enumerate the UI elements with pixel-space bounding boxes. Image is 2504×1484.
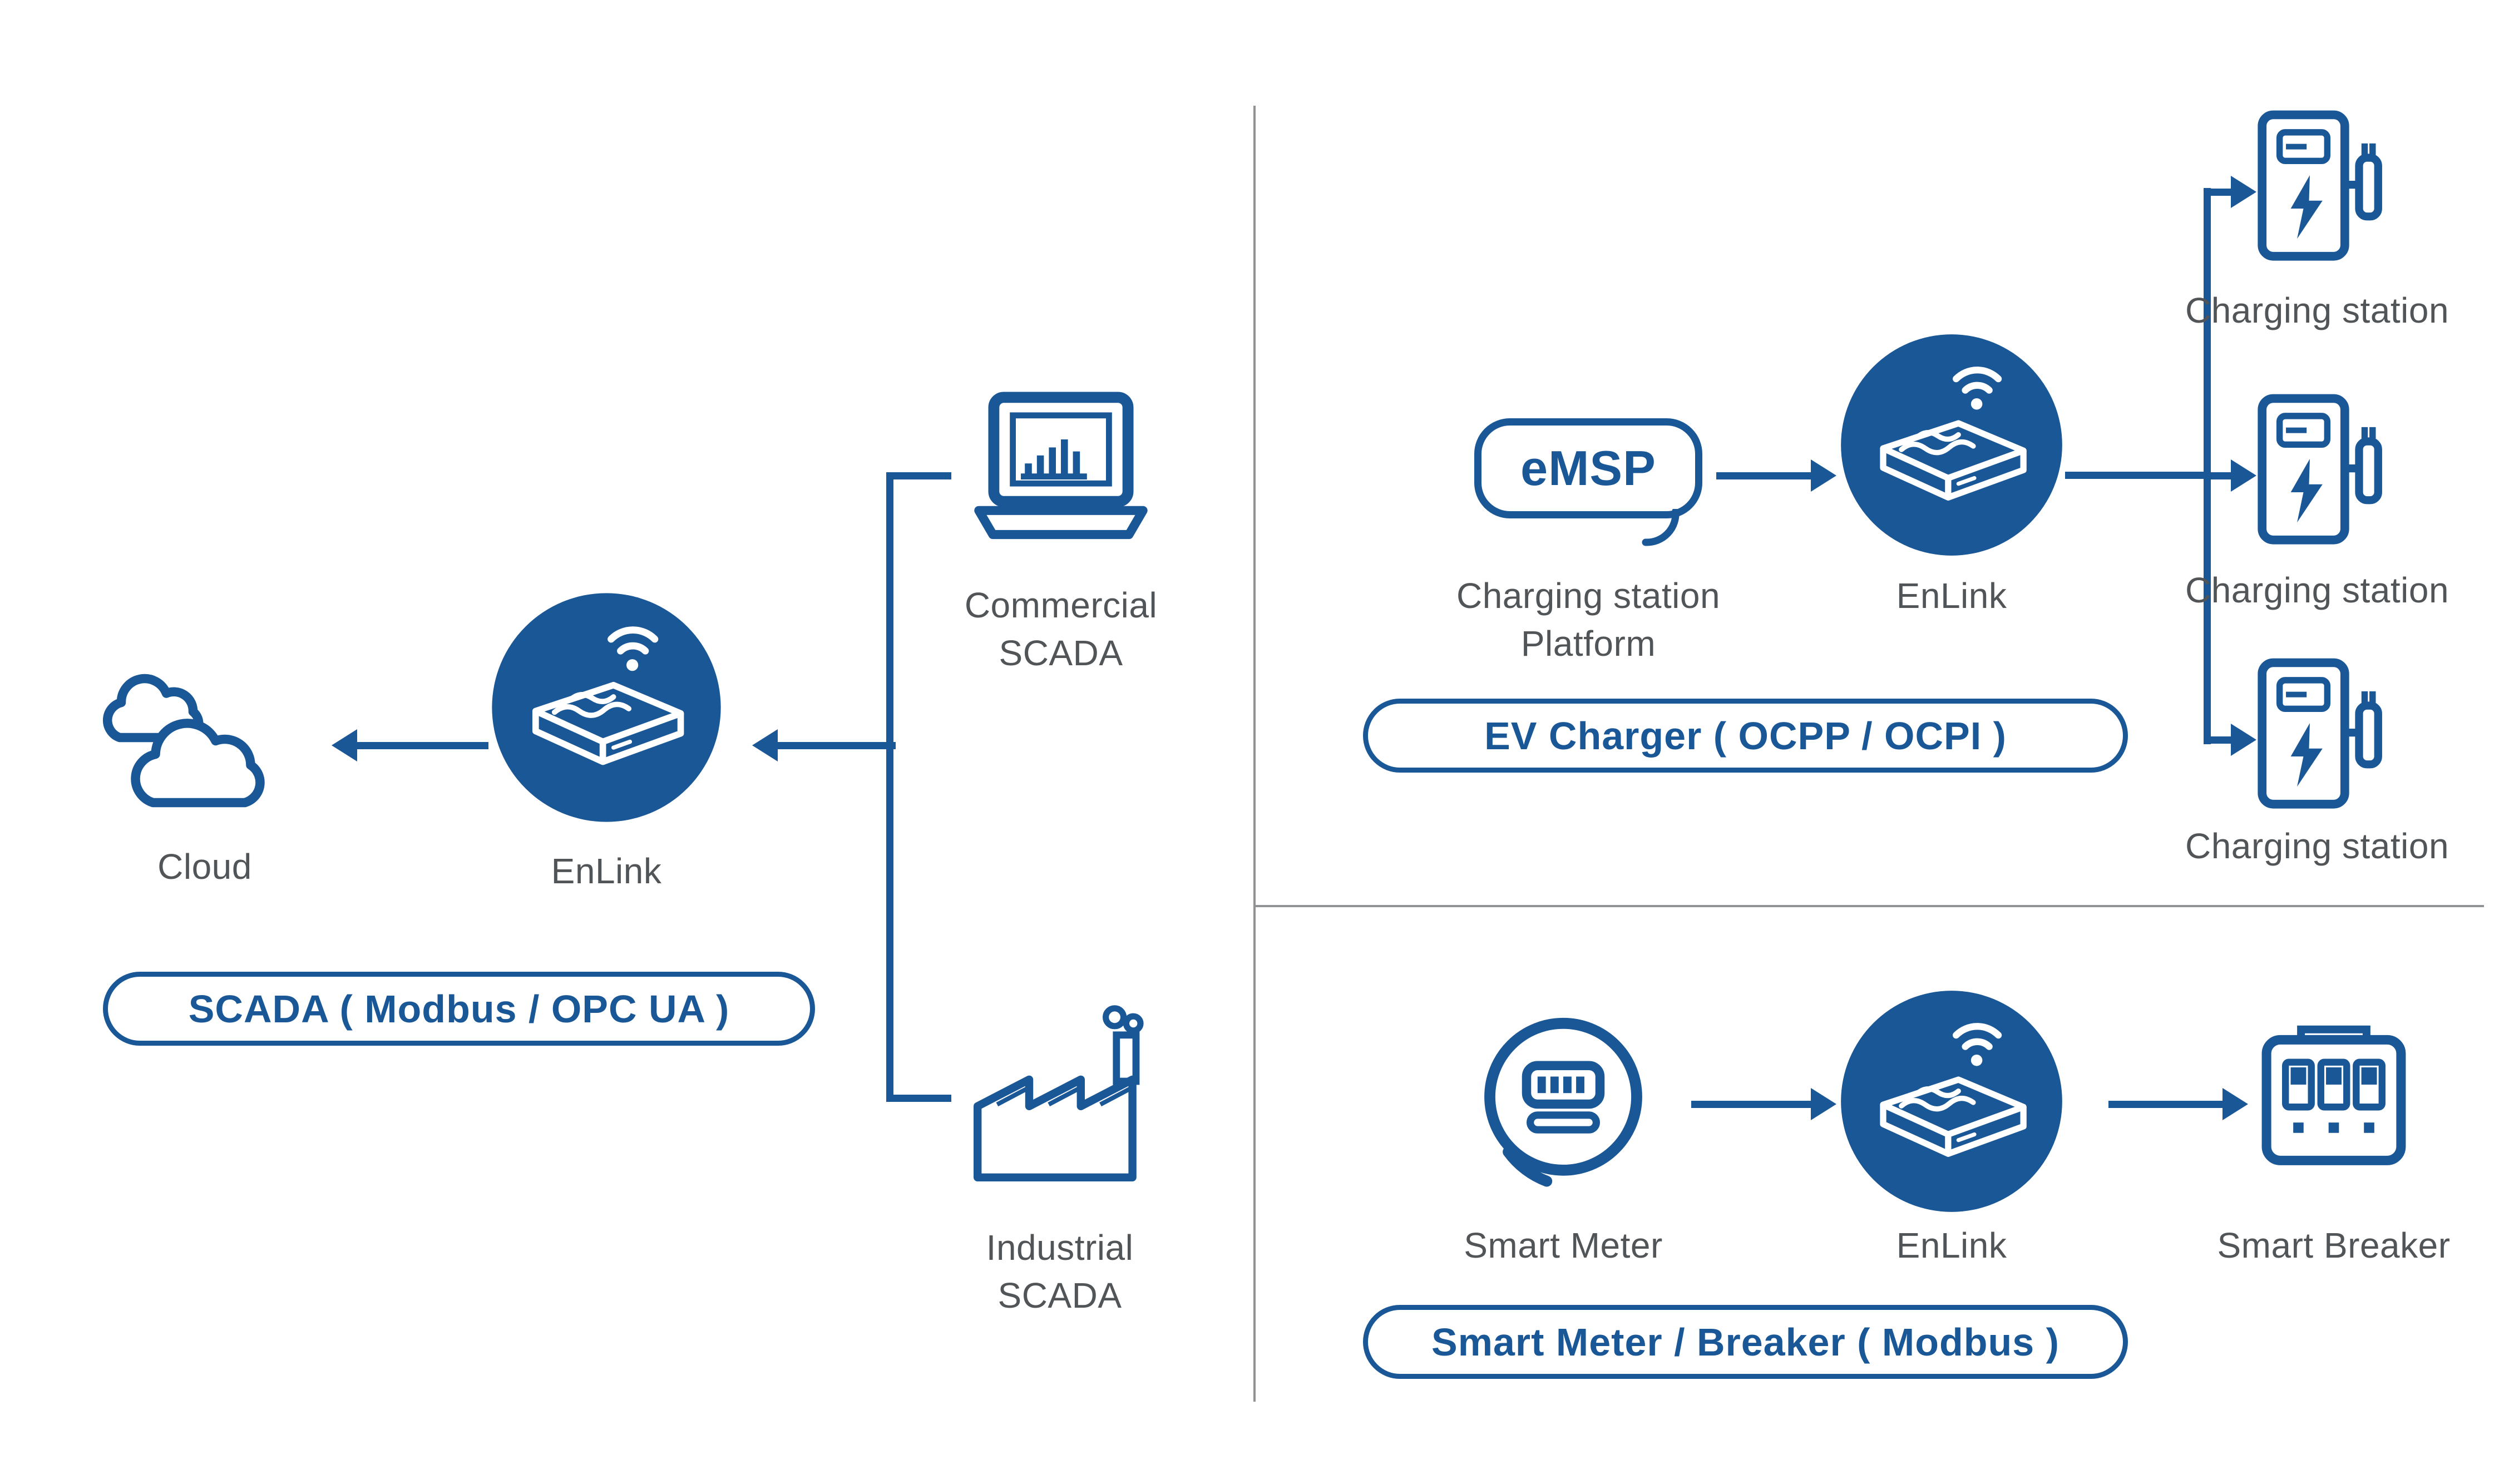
bracket-bottom-stub [886, 1095, 951, 1102]
laptop-chart-icon [974, 392, 1148, 540]
smart-meter-label-text: Smart Meter [1464, 1225, 1663, 1265]
horizontal-divider [1255, 905, 2484, 907]
factory-icon [974, 1005, 1144, 1181]
ev-charging-station-icon [2252, 656, 2388, 823]
smart-breaker-label: Smart Breaker [2217, 1221, 2450, 1269]
emsp-bubble-icon: eMSP [1474, 418, 1702, 518]
enlink-gateway-icon [488, 590, 724, 825]
smart-meter-label: Smart Meter [1464, 1221, 1663, 1269]
charging-station-label-1: Charging station [2185, 286, 2449, 334]
arrow-shaft [1716, 472, 1811, 479]
commercial-scada-label: Commercial SCADA [965, 581, 1157, 677]
charging-station-label-3: Charging station [2185, 822, 2449, 870]
industrial-scada-line1: Industrial [986, 1228, 1134, 1268]
arrow-shaft [2211, 736, 2231, 744]
ev-pill-label: EV Charger ( OCPP / OCPI ) [1484, 714, 2007, 758]
enlink-label-text: EnLink [551, 851, 662, 891]
charging-station-text: Charging station [2185, 826, 2449, 866]
arrow-shaft [357, 741, 488, 749]
enlink-label: EnLink [1896, 1221, 2007, 1269]
cloud-label-text: Cloud [157, 847, 252, 887]
arrow-to-station-1 [2211, 176, 2256, 208]
smart-meter-protocol-pill: Smart Meter / Breaker ( Modbus ) [1363, 1305, 2128, 1379]
emsp-caption-line1: Charging station [1456, 576, 1721, 616]
emsp-caption: Charging station Platform [1456, 572, 1720, 668]
bracket-top-stub [886, 472, 951, 479]
arrowhead-icon [1811, 459, 1836, 492]
arrowhead-icon [2231, 724, 2256, 756]
enlink-label-text: EnLink [1896, 1225, 2007, 1265]
enlink-gateway-icon [1838, 987, 2066, 1215]
arrow-enlink-to-breaker [2108, 1088, 2248, 1120]
scada-pill-label: SCADA ( Modbus / OPC UA ) [188, 987, 730, 1031]
enlink-gateway-icon [1838, 331, 2066, 559]
enlink-label: EnLink [1896, 572, 2007, 620]
arrow-scada-to-enlink [752, 729, 896, 761]
commercial-scada-line2: SCADA [999, 633, 1123, 674]
emsp-badge-text: eMSP [1520, 441, 1656, 496]
arrow-shaft [778, 741, 896, 749]
arrowhead-icon [2223, 1088, 2248, 1120]
arrowhead-icon [2231, 176, 2256, 208]
vertical-divider [1253, 106, 1256, 1402]
arrowhead-icon [332, 729, 357, 761]
smart-meter-icon [1484, 1017, 1642, 1187]
enlink-label-text: EnLink [1896, 576, 2007, 616]
smart-breaker-label-text: Smart Breaker [2217, 1225, 2451, 1265]
meter-pill-label: Smart Meter / Breaker ( Modbus ) [1431, 1320, 2059, 1364]
emsp-bubble-tail-icon [1642, 509, 1680, 546]
arrow-to-station-2 [2211, 459, 2256, 492]
industrial-scada-label: Industrial SCADA [986, 1224, 1134, 1320]
arrow-meter-to-enlink [1691, 1088, 1836, 1120]
scada-protocol-pill: SCADA ( Modbus / OPC UA ) [103, 972, 815, 1046]
charging-station-label-2: Charging station [2185, 566, 2449, 614]
commercial-scada-line1: Commercial [964, 585, 1158, 625]
emsp-caption-line2: Platform [1520, 624, 1656, 664]
charging-station-text: Charging station [2185, 290, 2449, 330]
industrial-scada-line2: SCADA [997, 1275, 1122, 1316]
arrow-emsp-to-enlink [1716, 459, 1836, 492]
bracket-vertical-line [886, 472, 893, 1102]
arrow-to-station-3 [2211, 724, 2256, 756]
arrow-enlink-to-cloud [332, 729, 488, 761]
charging-station-text: Charging station [2185, 570, 2449, 610]
smart-breaker-icon [2261, 1025, 2406, 1165]
arrowhead-icon [1811, 1088, 1836, 1120]
branch-horizontal-connector [2065, 472, 2211, 479]
arrow-shaft [2211, 188, 2231, 196]
branch-vertical-line [2204, 188, 2211, 744]
arrow-shaft [2108, 1100, 2223, 1108]
arrowhead-icon [2231, 459, 2256, 492]
ev-charger-protocol-pill: EV Charger ( OCPP / OCPI ) [1363, 699, 2128, 773]
ev-charging-station-icon [2252, 392, 2388, 559]
cloud-label: Cloud [157, 843, 252, 891]
cloud-icon [102, 674, 265, 808]
enlink-label: EnLink [551, 847, 662, 895]
ev-charging-station-icon [2252, 108, 2388, 275]
arrowhead-icon [752, 729, 778, 761]
arrow-shaft [1691, 1100, 1811, 1108]
arrow-shaft [2211, 472, 2231, 479]
